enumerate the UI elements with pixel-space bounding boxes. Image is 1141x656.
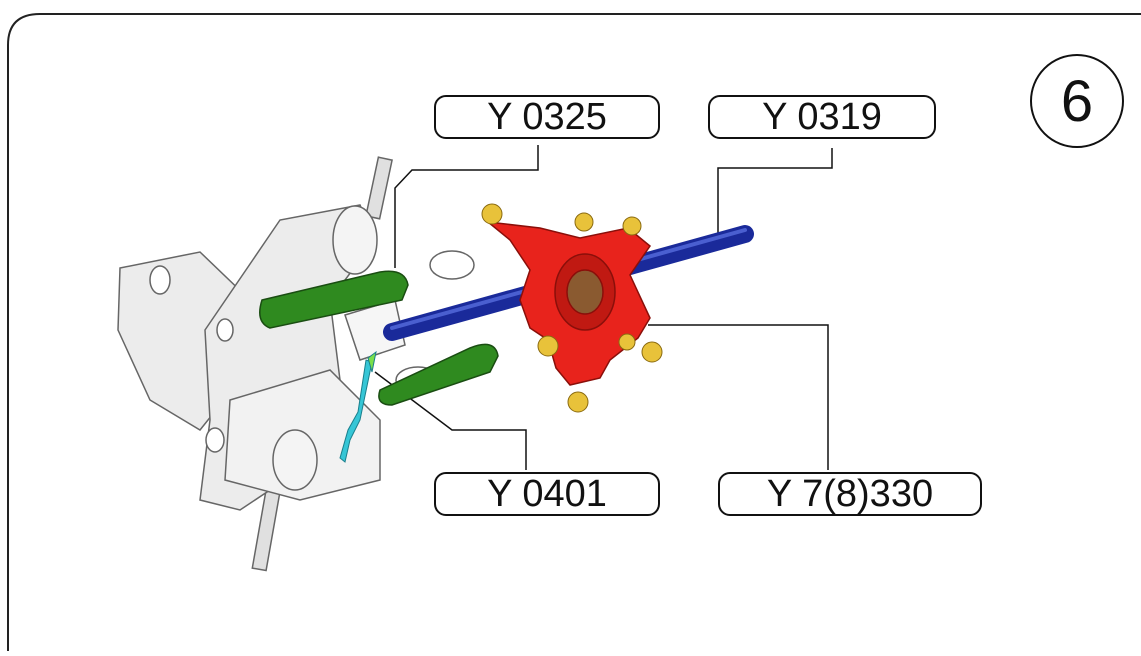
callout-y0319: Y 0319 (708, 95, 936, 139)
mount-hole-3 (205, 427, 225, 453)
leader-y0401 (374, 371, 527, 470)
panel-border (7, 13, 1141, 651)
ball-4 (537, 335, 559, 357)
upper-pin (365, 156, 393, 220)
callout-y0325: Y 0325 (434, 95, 660, 139)
mount-hole (149, 265, 171, 295)
leader-y7330 (648, 324, 829, 470)
green-link-upper (259, 270, 409, 329)
callout-y7330-label: Y 7(8)330 (766, 472, 934, 515)
callout-y0401: Y 0401 (434, 472, 660, 516)
bearing-top (332, 205, 378, 275)
green-links (259, 270, 499, 406)
green-link-lower (378, 343, 499, 406)
mount-hole-2 (216, 318, 234, 342)
swashplate-bearing (566, 269, 604, 315)
callout-y0319-label: Y 0319 (762, 95, 882, 138)
swashplate (485, 220, 652, 386)
callout-y7330: Y 7(8)330 (718, 472, 982, 516)
callout-y0401-label: Y 0401 (487, 472, 607, 515)
step-number-badge: 6 (1030, 54, 1124, 148)
tool-shaft (339, 359, 373, 463)
step-number: 6 (1060, 68, 1094, 134)
bearing-bottom (272, 429, 318, 491)
ball-7 (618, 333, 636, 351)
ball-5 (641, 341, 663, 363)
leader-y0319 (717, 148, 833, 236)
rod-end-eye-top (429, 250, 475, 280)
tool-tip (367, 350, 377, 373)
ball-3 (622, 216, 642, 236)
ball-2 (574, 212, 594, 232)
ball-6 (567, 391, 589, 413)
leader-y0325 (394, 145, 539, 268)
frame-assembly (117, 156, 475, 572)
ball-links (481, 203, 663, 413)
leader-lines (374, 145, 833, 470)
callout-y0325-label: Y 0325 (487, 95, 607, 138)
ball-1 (481, 203, 503, 225)
alignment-tool (339, 350, 377, 463)
